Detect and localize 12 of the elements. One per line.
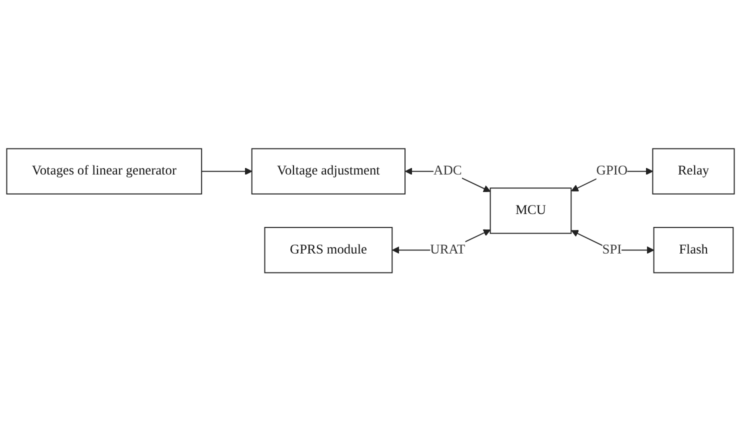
edge-label: URAT: [430, 242, 466, 258]
edge-label: ADC: [434, 164, 462, 178]
arrow: [571, 230, 654, 254]
edge-label: GPIO: [596, 164, 628, 178]
node-box: Voltage adjustment: [251, 148, 406, 195]
node-box: Relay: [652, 148, 735, 195]
node-box: Votages of linear generator: [6, 148, 202, 195]
node-box: MCU: [490, 188, 572, 234]
node-box: GPRS module: [264, 227, 393, 274]
node-box: Flash: [653, 227, 734, 274]
arrow: [202, 168, 252, 176]
edge-label: SPI: [602, 242, 622, 258]
